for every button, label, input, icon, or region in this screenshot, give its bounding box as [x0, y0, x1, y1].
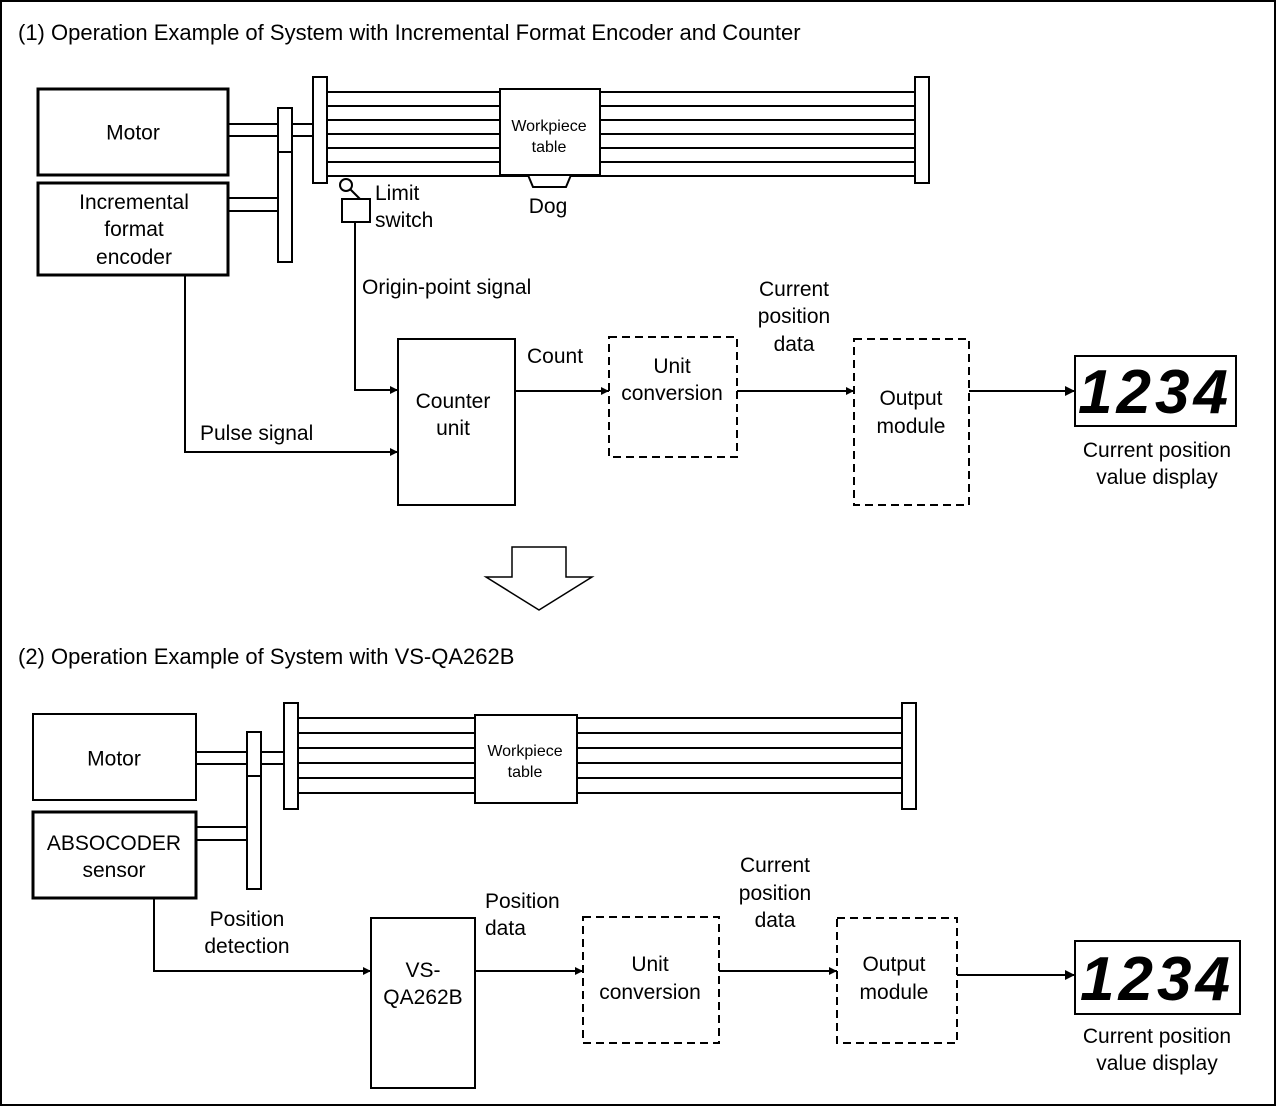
section-2-signal-flow: Position detection VS- QA262B Position d… [153, 854, 1241, 1089]
current-position-display-2 [1074, 940, 1241, 1015]
unit-conversion-box-2 [582, 916, 720, 1044]
vs-qa262b-box [370, 917, 476, 1089]
unit-conversion-2-label-line2: conversion [599, 981, 701, 1004]
limit-switch-label-line1: Limit [375, 182, 420, 205]
position-data-label-line1: Position [485, 890, 560, 913]
display-value-2: 1234 [1080, 945, 1234, 1014]
display-caption-line1: Current position [1083, 439, 1231, 462]
counter-label-line1: Counter [416, 390, 491, 413]
output-module-label-line1: Output [879, 387, 942, 410]
motor-box [36, 87, 230, 177]
current-position-data-2-line2: position [739, 882, 811, 905]
section-2-mechanism: Motor ABSOCODER sensor [31, 702, 917, 900]
pulse-signal-label: Pulse signal [200, 422, 313, 445]
display-caption-line2: value display [1096, 466, 1218, 489]
section-1: (1) Operation Example of System with Inc… [18, 20, 1237, 506]
encoder-label-line1: Incremental [79, 191, 189, 214]
unit-conversion-2-label-line1: Unit [631, 953, 669, 976]
workpiece-label-2-line1: Workpiece [487, 743, 562, 760]
current-position-data-label-line1: Current [759, 278, 829, 301]
encoder-label-line3: encoder [96, 246, 172, 269]
gear-bar [277, 107, 293, 263]
workpiece-label-line1: Workpiece [511, 118, 586, 135]
section-1-signal-flow: Origin-point signal Pulse signal Counter… [184, 222, 1237, 506]
unit-conversion-label-line2: conversion [621, 382, 723, 405]
rails-1 [327, 91, 915, 177]
limit-switch [339, 178, 371, 223]
current-position-data-label-line3: data [774, 333, 815, 356]
workpiece-label-line2: table [532, 139, 567, 156]
rail-end-left [312, 76, 328, 184]
position-detection-label-line1: Position [210, 908, 285, 931]
sensor-label-line1: ABSOCODER [47, 832, 181, 855]
unit-conversion-box [608, 336, 738, 458]
output-module-label-line2: module [877, 415, 946, 438]
workpiece-table-box [499, 88, 601, 176]
current-position-display [1074, 355, 1237, 427]
motor-box-2 [32, 713, 197, 801]
position-data-label-line2: data [485, 917, 526, 940]
gear-bar-2 [246, 731, 262, 890]
output-module-2-label-line1: Output [862, 953, 925, 976]
workpiece-table-box-2 [474, 714, 578, 804]
current-position-data-label-line2: position [758, 305, 830, 328]
transition-down-arrow-icon [483, 546, 595, 611]
rails-2 [298, 717, 902, 794]
current-position-data-2-line3: data [755, 909, 796, 932]
encoder-label-line2: format [104, 218, 164, 241]
dog-label: Dog [529, 195, 568, 218]
output-module-box [853, 338, 970, 506]
controller-label-line1: VS- [405, 959, 440, 982]
motor-label: Motor [106, 122, 160, 145]
display-value: 1234 [1078, 358, 1232, 427]
section-2-title: (2) Operation Example of System with VS-… [18, 644, 514, 669]
current-position-data-2-line1: Current [740, 854, 810, 877]
section-1-title: (1) Operation Example of System with Inc… [18, 20, 801, 45]
rail-end-right [914, 76, 930, 184]
rail-end-right-2 [901, 702, 917, 810]
absocoder-sensor-box [31, 810, 198, 900]
position-detection-label-line2: detection [204, 935, 289, 958]
motor-label-2: Motor [87, 748, 141, 771]
section-2: (2) Operation Example of System with VS-… [18, 644, 1241, 1089]
pulse-signal-arrow [184, 275, 398, 456]
controller-label-line2: QA262B [383, 986, 462, 1009]
dog-shape [526, 174, 573, 188]
origin-signal-arrow [354, 222, 398, 394]
limit-switch-label-line2: switch [375, 209, 433, 232]
position-detection-arrow [153, 898, 371, 975]
display-caption-2-line1: Current position [1083, 1025, 1231, 1048]
incremental-encoder-box [36, 181, 230, 277]
output-module-2-label-line2: module [860, 981, 929, 1004]
output-module-box-2 [836, 917, 958, 1044]
counter-label-line2: unit [436, 417, 470, 440]
count-label: Count [527, 345, 583, 368]
counter-unit-box [397, 338, 516, 506]
unit-conversion-label-line1: Unit [653, 355, 691, 378]
section-1-mechanism: Motor Incremental format encoder [36, 76, 930, 277]
sensor-label-line2: sensor [82, 859, 145, 882]
workpiece-label-2-line2: table [508, 764, 543, 781]
origin-signal-label: Origin-point signal [362, 276, 531, 299]
rail-end-left-2 [283, 702, 299, 810]
display-caption-2-line2: value display [1096, 1052, 1218, 1075]
